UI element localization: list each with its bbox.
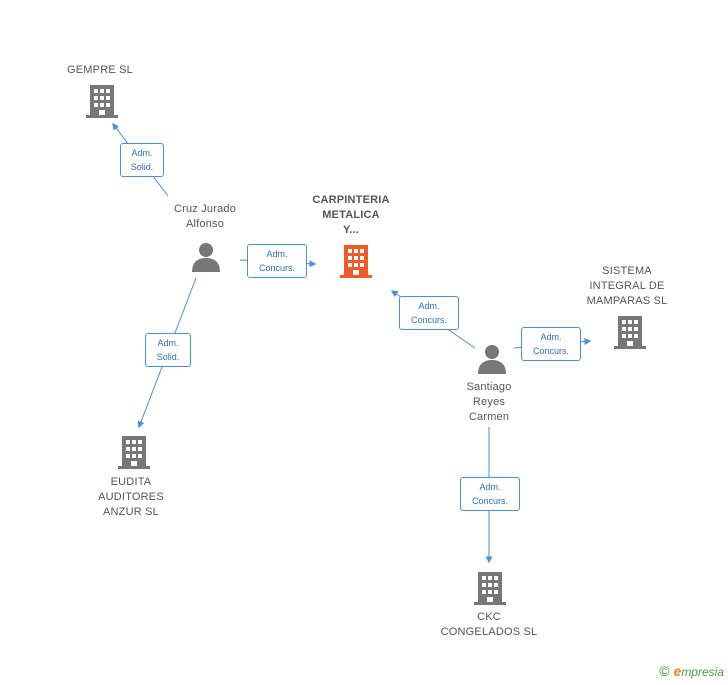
building-icon-sistema[interactable] <box>614 314 646 350</box>
edge-label-santiago-carpinteria: Adm. Concurs. <box>399 296 459 330</box>
person-icon-cruz[interactable] <box>191 242 221 272</box>
edge-label-cruz-eudita: Adm. Solid. <box>145 333 191 367</box>
building-icon-gempre[interactable] <box>86 83 118 119</box>
node-label-cruz: Cruz Jurado Alfonso <box>173 203 237 230</box>
brand-initial: e <box>673 663 682 679</box>
brand-name: mpresia <box>681 665 724 679</box>
node-label-sistema: SISTEMA INTEGRAL DE MAMPARAS SL <box>586 265 668 307</box>
building-icon-ckc[interactable] <box>474 570 506 606</box>
building-icon-eudita[interactable] <box>118 434 150 470</box>
node-label-santiago: Santiago Reyes Carmen <box>466 381 512 423</box>
edge-label-santiago-sistema: Adm. Concurs. <box>521 327 581 361</box>
edge-label-cruz-gempre: Adm. Solid. <box>120 143 164 177</box>
edge-label-cruz-carpinteria: Adm. Concurs. <box>247 244 307 278</box>
node-label-eudita: EUDITA AUDITORES ANZUR SL <box>98 476 164 518</box>
node-label-gempre: GEMPRE SL <box>67 64 133 76</box>
building-icon-carpinteria[interactable] <box>340 243 372 279</box>
copyright-icon: © <box>659 663 670 679</box>
empresia-brand: ©empresia <box>659 663 724 679</box>
edge-label-santiago-ckc: Adm. Concurs. <box>460 477 520 511</box>
node-label-carpinteria: CARPINTERIA METALICA Y... <box>312 194 390 236</box>
node-label-ckc: CKC CONGELADOS SL <box>440 611 538 638</box>
person-icon-santiago[interactable] <box>477 344 507 374</box>
